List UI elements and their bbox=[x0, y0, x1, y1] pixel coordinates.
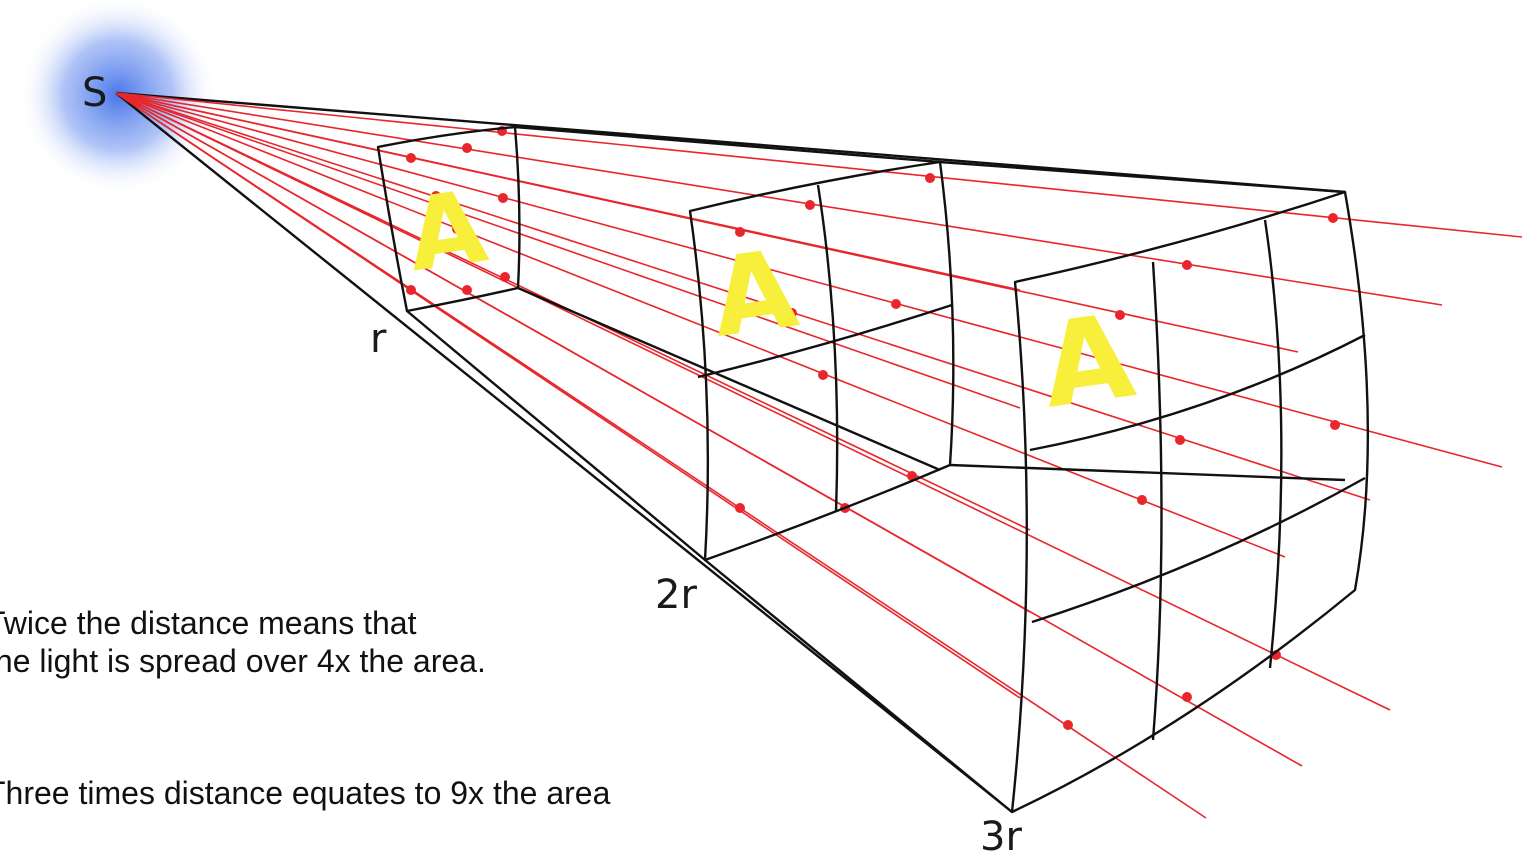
ray-point bbox=[1175, 435, 1185, 445]
ray-point bbox=[1330, 420, 1340, 430]
light-ray bbox=[115, 92, 1021, 409]
ray-point bbox=[735, 503, 745, 513]
ray-point bbox=[1182, 260, 1192, 270]
light-ray bbox=[115, 92, 1443, 306]
light-ray bbox=[115, 92, 1021, 699]
light-source-glow bbox=[18, 0, 218, 195]
ray-point bbox=[462, 285, 472, 295]
square-at-3r bbox=[1010, 190, 1370, 814]
ray-point bbox=[805, 200, 815, 210]
ray-point bbox=[462, 143, 472, 153]
caption-spread-area: the light is spread over 4x the area. bbox=[0, 643, 486, 679]
ray-point bbox=[498, 193, 508, 203]
light-rays bbox=[115, 92, 1522, 819]
square-at-2r bbox=[688, 160, 1346, 813]
ray-point bbox=[1115, 310, 1125, 320]
caption-twice-distance: Twice the distance means that bbox=[0, 605, 417, 641]
area-letter-3r: A bbox=[1034, 288, 1142, 434]
light-ray bbox=[115, 92, 1503, 468]
ray-point bbox=[1137, 495, 1147, 505]
cone-edges bbox=[115, 91, 1346, 813]
ray-point bbox=[1328, 213, 1338, 223]
light-ray bbox=[115, 92, 1286, 558]
light-ray bbox=[115, 92, 1031, 613]
ray-point bbox=[1063, 720, 1073, 730]
distance-label-r: r bbox=[370, 316, 387, 362]
ray-point bbox=[925, 173, 935, 183]
distance-label-3r: 3r bbox=[980, 814, 1022, 856]
square-at-r bbox=[376, 125, 941, 561]
ray-point bbox=[1182, 692, 1192, 702]
light-ray bbox=[115, 92, 1021, 291]
ray-point bbox=[787, 308, 797, 318]
ray-point bbox=[891, 299, 901, 309]
area-letter-2r: A bbox=[704, 227, 805, 362]
light-ray bbox=[115, 92, 1391, 711]
light-ray bbox=[115, 92, 1522, 238]
area-letter-r: A bbox=[400, 168, 493, 295]
ray-point bbox=[452, 224, 462, 234]
distance-label-2r: 2r bbox=[655, 572, 697, 618]
caption-three-times-distance: Three times distance equates to 9x the a… bbox=[0, 775, 611, 811]
ray-point bbox=[818, 370, 828, 380]
ray-point bbox=[907, 471, 917, 481]
source-label: S bbox=[82, 70, 107, 116]
